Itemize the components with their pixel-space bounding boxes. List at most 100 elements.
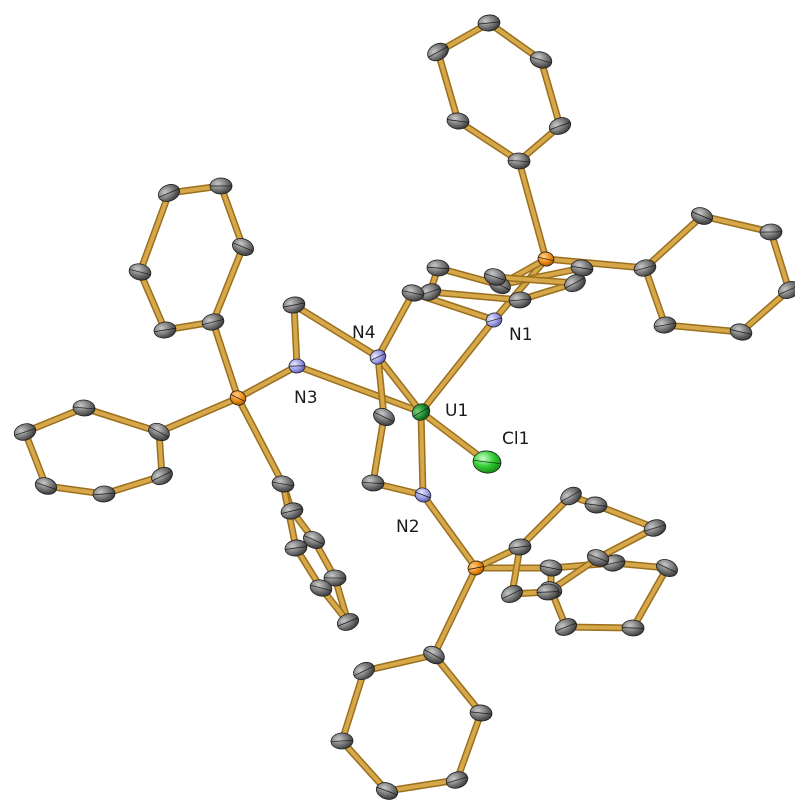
atom-axis-h4 (621, 627, 645, 629)
atom-axis-c5 (509, 298, 531, 302)
bond-highlight-N1-P1 (492, 257, 548, 322)
bond-highlight-P2-g1 (432, 566, 478, 657)
bond-highlight-N4-m1 (376, 291, 415, 359)
label-n3: N3 (294, 388, 318, 408)
bond-highlight-c7-c1 (498, 266, 584, 287)
atom-axis-a2 (549, 121, 571, 131)
bond-highlight-U1-N2 (419, 410, 425, 497)
atom-axis-d2 (232, 242, 254, 252)
atoms (13, 14, 795, 800)
atom-axis-f6 (310, 584, 332, 592)
label-n2: N2 (396, 517, 420, 537)
atom-axis-c7 (571, 265, 593, 271)
label-u1: U1 (445, 401, 468, 421)
bond-highlight-g2-g3 (455, 711, 483, 782)
atom-axis-m1 (402, 290, 424, 296)
label-cl1: Cl1 (502, 429, 529, 449)
atom-axis-a5 (428, 46, 448, 58)
bond-highlight-e1-e2 (82, 406, 161, 434)
atom-axis-a3 (530, 56, 552, 64)
bond-highlight-h3-h4 (631, 566, 669, 630)
atom-axis-e1 (149, 426, 169, 438)
bond-highlight-a5-a6 (436, 50, 460, 123)
bond-highlight-m2-N3 (292, 303, 299, 368)
atom-axis-i4 (644, 524, 666, 532)
atom-axis-b6 (654, 322, 676, 328)
atom-axis-N1 (486, 317, 502, 323)
bond-highlight-g6-g1 (362, 653, 436, 673)
atom-axis-i7 (501, 589, 523, 599)
atom-axis-c4 (484, 273, 506, 281)
atom-axis-g3 (446, 776, 468, 784)
bond-highlight-g3-g4 (385, 778, 459, 793)
atom-axis-m3 (373, 411, 395, 423)
atom-axis-g5 (330, 740, 354, 742)
atom-axis-d5 (129, 268, 151, 276)
bond-highlight-P1-a1 (517, 159, 548, 261)
bond-highlight-P3-d1 (211, 320, 240, 400)
atom-axis-f7 (285, 546, 307, 550)
atom-axis-h3 (656, 563, 678, 573)
bond-highlight-i1-i2 (518, 494, 573, 549)
bond-highlight-U1-Cl1 (419, 410, 489, 464)
atom-axis-e5 (93, 492, 115, 496)
bond-highlight-b6-b1 (643, 266, 667, 327)
atom-axis-N2 (415, 491, 431, 499)
atom-axis-N4 (370, 353, 386, 361)
bond-highlight-b5-b6 (663, 323, 743, 334)
bond-highlight-g5-g6 (340, 669, 366, 743)
atom-labels: U1 N1 N2 N3 N4 Cl1 (294, 323, 533, 537)
bond-highlight-c4-c6 (493, 275, 577, 285)
bond-highlight-P3-e1 (157, 396, 240, 434)
bond-highlight-U1-N3 (295, 364, 423, 414)
atom-axis-f1 (272, 481, 294, 487)
bond-highlight-b3-b4 (769, 230, 791, 292)
bond-highlight-a6-a1 (456, 119, 521, 163)
atom-axis-i1 (509, 545, 531, 549)
bonds (21, 19, 793, 795)
atom-axis-f2 (281, 508, 303, 514)
bond-highlight-d4-d5 (138, 191, 171, 274)
atom-axis-g6 (353, 665, 375, 677)
bond-highlight-N2-P2 (421, 493, 478, 570)
atom-axis-b1 (634, 264, 656, 272)
bond-highlight-d2-d3 (219, 184, 245, 249)
atom-axis-b5 (730, 329, 752, 335)
atom-axis-a1 (507, 160, 531, 162)
atom-axis-d4 (158, 188, 180, 198)
bond-highlight-N3-P3 (236, 364, 299, 400)
atom-axis-g1 (424, 649, 444, 661)
atom-axis-i2 (561, 490, 581, 502)
atom-axis-b2 (691, 211, 713, 221)
atom-axis-e3 (14, 428, 36, 436)
bond-highlight-U1-N4 (376, 355, 423, 414)
atom-axis-g4 (376, 786, 398, 796)
atom-axis-N3 (288, 365, 306, 367)
bond-highlight-b1-b2 (643, 214, 704, 270)
bond-highlight-d1-d2 (211, 245, 245, 324)
bond-highlight-c3-c5 (428, 290, 522, 302)
atom-axis-d6 (154, 327, 176, 333)
atom-axis-Cl1 (473, 459, 501, 465)
bond-highlight-e3-e4 (23, 430, 48, 488)
atom-axis-d1 (202, 318, 224, 326)
atom-axis-c6 (565, 277, 585, 289)
atom-axis-m2 (283, 302, 305, 308)
atom-axis-h5 (555, 622, 577, 632)
bond-highlight-P1-b1 (544, 257, 647, 270)
atom-axis-i3 (585, 503, 607, 507)
atom-axis-a4 (478, 21, 500, 25)
bond-highlight-N4-m3 (376, 355, 386, 419)
bond-highlight-P3-f1 (236, 396, 285, 486)
atom-axis-b4 (778, 285, 795, 295)
atom-axis-f3 (303, 535, 325, 545)
bond-highlight-N4-m2 (292, 303, 380, 359)
atom-axis-e6 (152, 470, 172, 482)
bond-highlight-d5-d6 (138, 270, 167, 332)
atom-axis-f5 (337, 617, 359, 627)
atom-axis-m4 (361, 482, 385, 484)
bond-highlight-b2-b3 (700, 214, 773, 234)
label-n4: N4 (352, 323, 376, 343)
atom-axis-a6 (447, 119, 469, 123)
